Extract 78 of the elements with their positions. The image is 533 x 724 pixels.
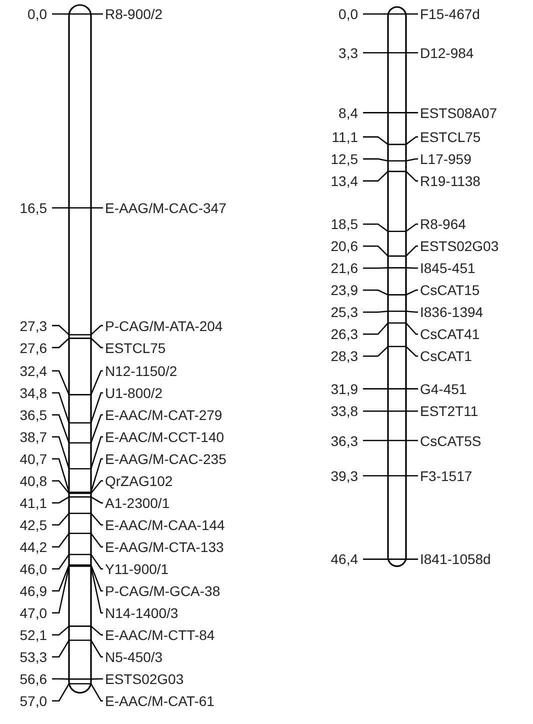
- marker-label: P-CAG/M-ATA-204: [105, 318, 223, 334]
- marker-label: E-AAC/M-CAA-144: [105, 516, 225, 533]
- position-label: 57,0: [18, 692, 47, 709]
- position-label: 27,3: [18, 318, 47, 334]
- position-label: 28,3: [330, 348, 358, 364]
- marker-label: Y11-900/1: [105, 560, 169, 577]
- marker-label: I845-451: [420, 260, 476, 276]
- position-label: 8,4: [338, 104, 358, 121]
- marker-label: N12-1150/2: [105, 362, 178, 379]
- position-label: 40,8: [18, 472, 47, 489]
- position-label: 11,1: [330, 128, 358, 145]
- position-label: 3,3: [338, 44, 358, 61]
- position-label: 53,3: [18, 648, 47, 665]
- marker-label: CsCAT1: [420, 348, 472, 364]
- marker-label: EST2T11: [420, 403, 478, 420]
- marker-label: E-AAC/M-CTT-84: [105, 626, 215, 643]
- marker-label: R8-964: [420, 216, 466, 232]
- marker-label: ESTCL75: [105, 340, 166, 356]
- position-label: 23,9: [330, 282, 358, 298]
- position-label: 40,7: [18, 450, 47, 467]
- position-label: 46,0: [18, 560, 47, 577]
- marker-label: ESTCL75: [420, 128, 481, 145]
- position-label: 41,1: [18, 494, 47, 511]
- marker-label: QrZAG102: [105, 472, 173, 489]
- position-label: 18,5: [330, 216, 358, 232]
- marker-label: E-AAC/M-CAT-61: [105, 692, 214, 709]
- marker-label: R19-1138: [420, 172, 480, 189]
- marker-label: G4-451: [420, 380, 467, 397]
- position-label: 20,6: [330, 238, 358, 254]
- marker-label: P-CAG/M-GCA-38: [105, 582, 220, 599]
- chromosome-bar: [387, 6, 407, 567]
- marker-label: ESTS02G03: [420, 238, 499, 254]
- marker-label: U1-800/2: [105, 384, 163, 401]
- marker-label: CsCAT5S: [420, 432, 482, 449]
- marker-label: E-AAC/M-CCT-140: [105, 428, 224, 445]
- position-label: 44,2: [18, 538, 47, 555]
- marker-label: E-AAG/M-CAC-235: [105, 450, 226, 467]
- position-label: 42,5: [18, 516, 47, 533]
- position-label: 36,3: [330, 432, 358, 449]
- position-label: 0,0: [26, 6, 47, 22]
- marker-label: I841-1058d: [420, 551, 491, 568]
- position-label: 46,9: [18, 582, 47, 599]
- position-label: 0,0: [338, 6, 358, 22]
- position-label: 36,5: [18, 406, 47, 423]
- marker-label: F15-467d: [420, 6, 480, 22]
- position-label: 27,6: [18, 340, 47, 356]
- position-label: 31,9: [330, 380, 358, 397]
- marker-label: N5-450/3: [105, 648, 163, 665]
- marker-label: L17-959: [420, 150, 472, 167]
- marker-label: E-AAC/M-CAT-279: [105, 406, 222, 423]
- position-label: 56,6: [18, 670, 47, 687]
- position-label: 13,4: [330, 172, 358, 189]
- marker-label: A1-2300/1: [105, 494, 170, 511]
- marker-label: F3-1517: [420, 468, 472, 484]
- marker-label: CsCAT15: [420, 282, 480, 298]
- position-label: 16,5: [18, 200, 47, 216]
- marker-label: E-AAG/M-CTA-133: [105, 538, 224, 555]
- marker-label: D12-984: [420, 44, 474, 61]
- position-label: 12,5: [330, 150, 358, 167]
- position-label: 52,1: [18, 626, 47, 643]
- marker-label: ESTS02G03: [105, 670, 184, 687]
- marker-label: ESTS08A07: [420, 104, 498, 121]
- position-label: 25,3: [330, 304, 358, 320]
- marker-label: E-AAG/M-CAC-347: [105, 200, 226, 216]
- marker-label: R8-900/2: [105, 6, 163, 22]
- position-label: 32,4: [18, 362, 47, 379]
- position-label: 39,3: [330, 468, 358, 484]
- position-label: 21,6: [330, 260, 358, 276]
- marker-label: N14-1400/3: [105, 604, 178, 621]
- position-label: 38,7: [18, 428, 47, 445]
- position-label: 46,4: [330, 551, 358, 568]
- position-label: 26,3: [330, 326, 358, 342]
- marker-label: CsCAT41: [420, 326, 480, 342]
- chromosome-bar: [68, 4, 92, 694]
- marker-label: I836-1394: [420, 304, 484, 320]
- position-label: 47,0: [18, 604, 47, 621]
- position-label: 33,8: [330, 403, 358, 420]
- position-label: 34,8: [18, 384, 47, 401]
